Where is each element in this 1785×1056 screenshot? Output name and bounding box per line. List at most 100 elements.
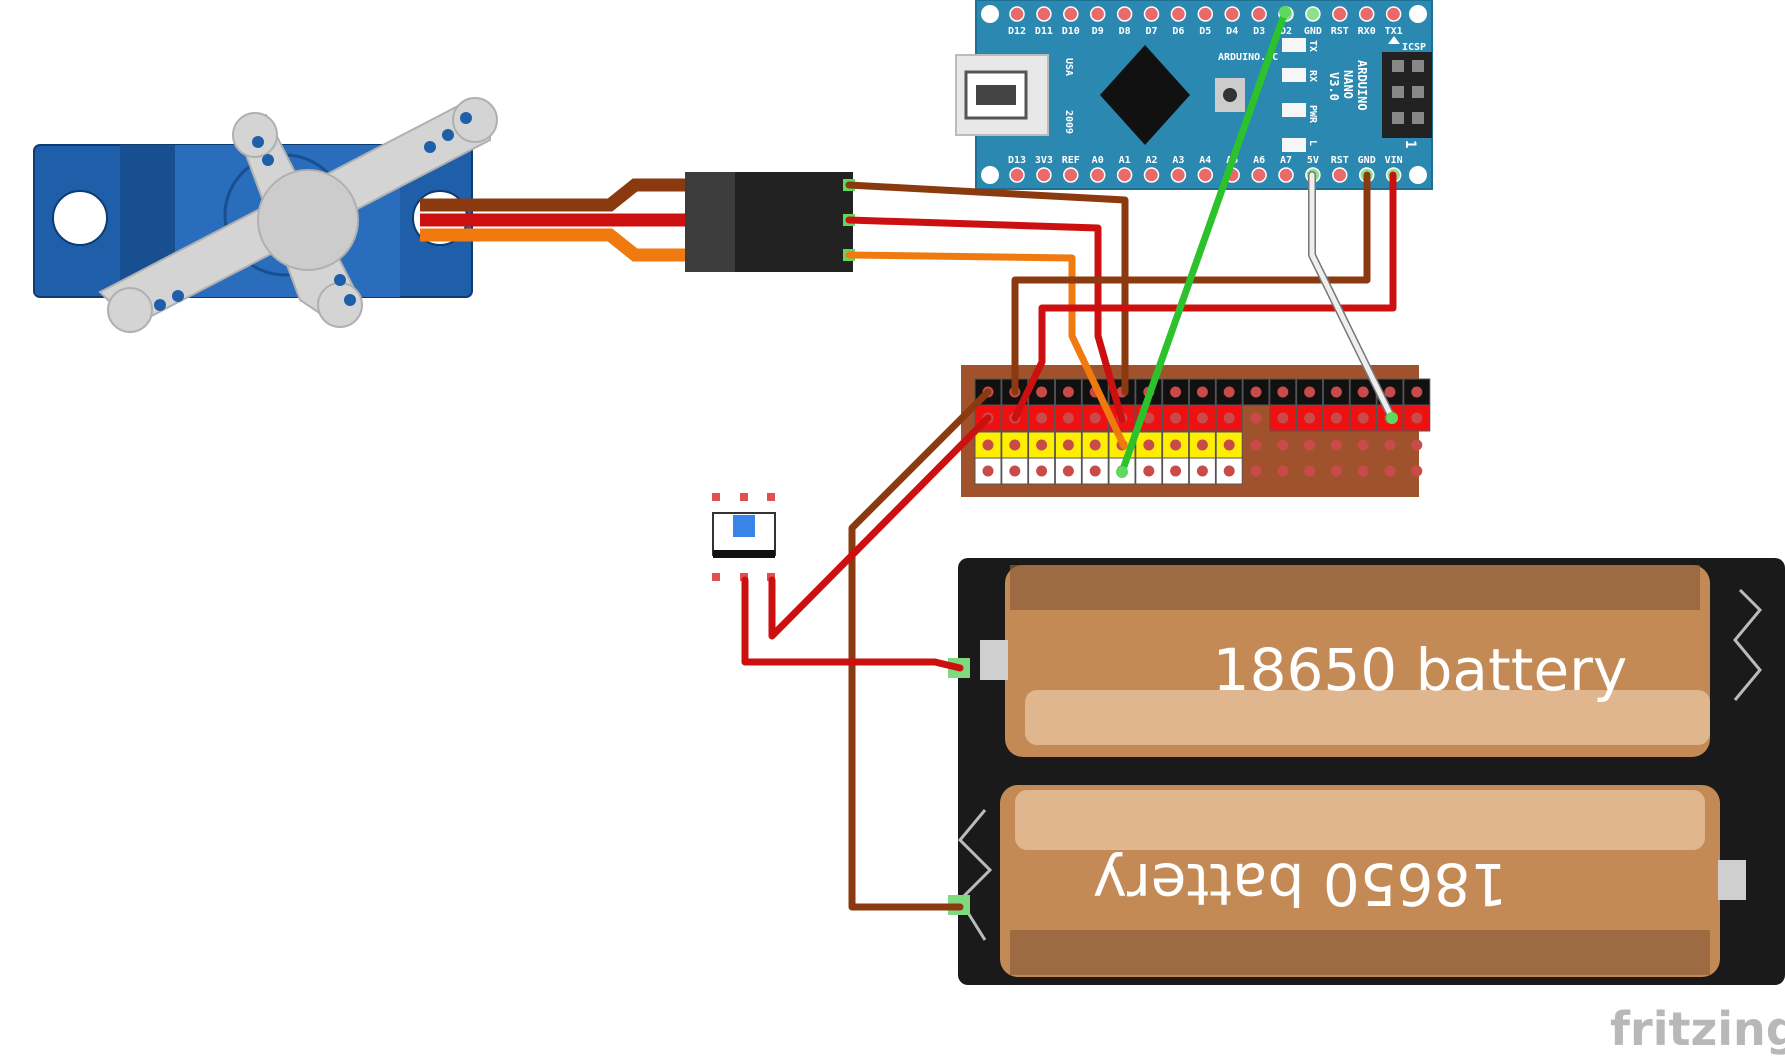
perf-hole <box>1062 412 1074 424</box>
perf-hole <box>1250 465 1262 477</box>
perf-hole <box>1062 386 1074 398</box>
wire-battery-brown <box>848 388 992 911</box>
perf-hole <box>1250 412 1262 424</box>
perf-hole <box>1411 465 1423 477</box>
pin-label-bottom-d13: D13 <box>1008 155 1026 166</box>
perf-hole <box>1277 386 1289 398</box>
perf-hole <box>1357 412 1369 424</box>
wires <box>741 8 1397 911</box>
pin-label-top-tx1: TX1 <box>1385 26 1403 37</box>
year-label: 2009 <box>1063 110 1074 134</box>
wire-endpoints <box>1116 6 1398 478</box>
perf-hole <box>1196 386 1208 398</box>
spring-top-right <box>1733 588 1763 701</box>
perf-hole <box>1277 465 1289 477</box>
perf-hole <box>1357 439 1369 451</box>
perf-hole <box>1357 465 1369 477</box>
perf-hole <box>1304 412 1316 424</box>
pin-top-d6 <box>1170 6 1187 22</box>
board-name-line-2: NANO <box>1341 70 1355 99</box>
pin-bottom-a2 <box>1143 167 1160 183</box>
perf-hole <box>1196 439 1208 451</box>
perf-hole <box>1089 465 1101 477</box>
perf-hole <box>982 439 994 451</box>
pin-top-d5 <box>1197 6 1214 22</box>
perf-hole <box>1304 439 1316 451</box>
pin-label-bottom-5v: 5V <box>1307 155 1319 166</box>
perf-hole <box>1304 465 1316 477</box>
pin-label-top-rx0: RX0 <box>1358 26 1376 37</box>
perf-hole <box>1330 386 1342 398</box>
servo-connector <box>685 172 855 272</box>
servo-horn <box>98 97 498 333</box>
perf-hole <box>1036 386 1048 398</box>
perf-hole <box>1223 412 1235 424</box>
perf-hole <box>1411 386 1423 398</box>
pin-bottom-a7 <box>1278 167 1294 183</box>
perf-hole <box>1089 439 1101 451</box>
pin-bottom-a1 <box>1116 167 1133 183</box>
pin-top-rx0 <box>1358 6 1375 22</box>
pin-top-tx1 <box>1385 6 1402 22</box>
pin-label-bottom-vin: VIN <box>1385 155 1403 166</box>
perf-hole <box>1223 465 1235 477</box>
pin-top-gnd <box>1305 6 1321 22</box>
pin-label-top-d8: D8 <box>1119 26 1131 37</box>
board-name-label: ARDUINO NANO V3.0 <box>1327 60 1369 111</box>
pin-label-top-gnd: GND <box>1304 26 1322 37</box>
pin-top-rst <box>1332 6 1348 22</box>
perf-hole <box>1170 386 1182 398</box>
wire-switch-red <box>768 414 992 640</box>
perf-hole <box>1196 412 1208 424</box>
icsp-label: ICSP <box>1402 42 1426 53</box>
perf-hole <box>1009 439 1021 451</box>
perf-power-cell <box>1215 404 1243 432</box>
board-name-line-3: V3.0 <box>1327 72 1341 101</box>
perf-hole <box>1384 465 1396 477</box>
led-label-l: L <box>1307 140 1318 146</box>
wire-vin-red <box>1011 171 1397 422</box>
usb-connector <box>955 54 1049 136</box>
pin-label-bottom-gnd: GND <box>1358 155 1376 166</box>
pin-label-bottom-a2: A2 <box>1145 155 1157 166</box>
pin-label-bottom-rst: RST <box>1331 155 1349 166</box>
pin-label-bottom-a4: A4 <box>1199 155 1211 166</box>
pin-label-bottom-a0: A0 <box>1092 155 1104 166</box>
perf-hole <box>1223 386 1235 398</box>
perf-hole <box>1143 439 1155 451</box>
pin-label-top-d5: D5 <box>1199 26 1211 37</box>
pin-bottom-a4 <box>1197 167 1214 183</box>
pin-label-top-d7: D7 <box>1145 26 1157 37</box>
perf-hole <box>1250 439 1262 451</box>
pin-label-bottom-a7: A7 <box>1280 155 1292 166</box>
perf-hole <box>1062 465 1074 477</box>
perf-signal-cell <box>1215 431 1243 459</box>
perf-hole <box>1062 439 1074 451</box>
perf-hole <box>1411 412 1423 424</box>
perf-hole <box>1036 439 1048 451</box>
perf-hole <box>1384 386 1396 398</box>
pin-bottom-a6 <box>1251 167 1267 183</box>
pin-top-d9 <box>1089 6 1106 22</box>
icsp-header <box>1382 36 1432 138</box>
pin-label-top-d10: D10 <box>1062 26 1080 37</box>
perf-hole <box>1036 412 1048 424</box>
battery-label-top: 18650 battery <box>1213 636 1628 704</box>
pin-top-d12 <box>1009 6 1025 22</box>
pin-bottom-3v3 <box>1036 167 1052 183</box>
perf-hole <box>1304 386 1316 398</box>
fritzing-logo: fritzing <box>1610 1002 1785 1056</box>
pin-top-d3 <box>1251 6 1267 22</box>
perf-hole <box>1196 465 1208 477</box>
icsp-pin1-label: 1 <box>1402 140 1418 148</box>
pin-label-bottom-a6: A6 <box>1253 155 1265 166</box>
pin-label-top-d2: D2 <box>1280 26 1292 37</box>
perf-hole <box>1143 465 1155 477</box>
led-label-pwr: PWR <box>1307 105 1318 124</box>
pin-label-bottom-a3: A3 <box>1172 155 1184 166</box>
perf-hole <box>1036 465 1048 477</box>
pin-label-top-d11: D11 <box>1035 26 1053 37</box>
